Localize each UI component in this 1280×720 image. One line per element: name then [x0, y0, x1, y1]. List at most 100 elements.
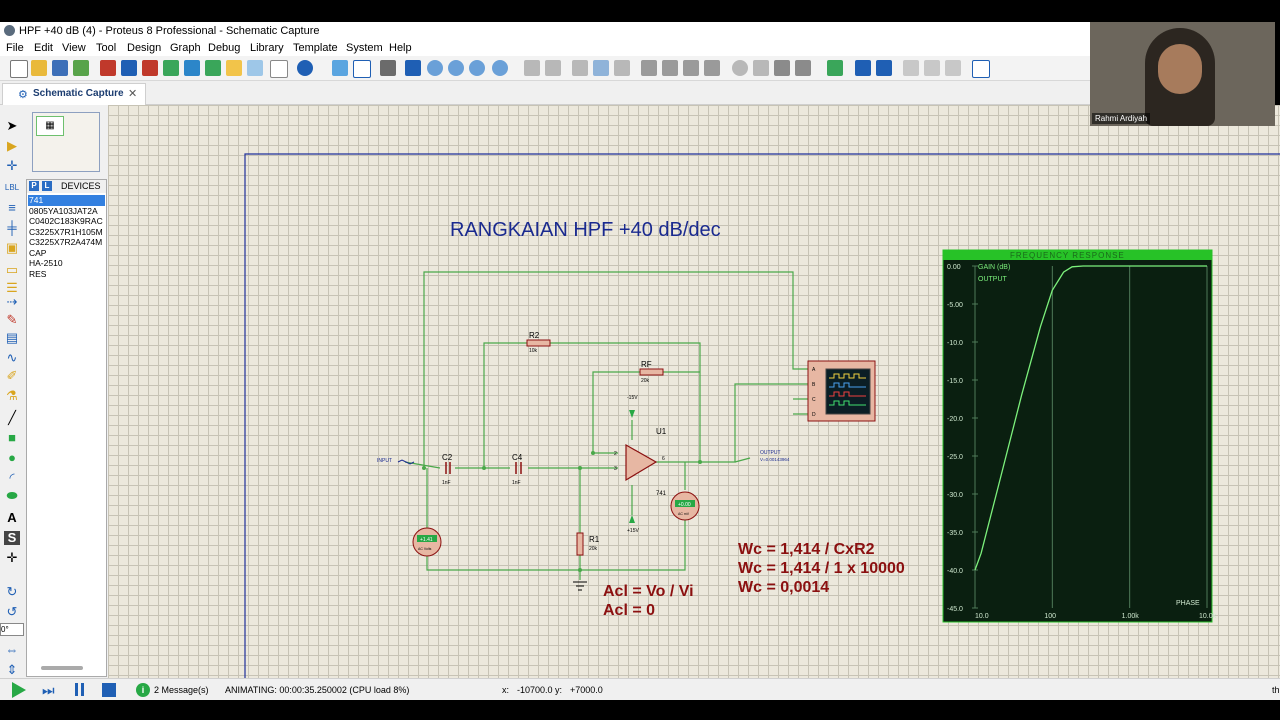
line-tool-icon[interactable]: ╱ [8, 410, 16, 425]
voltage-probe-icon[interactable]: ∿ [6, 350, 18, 365]
packaging-tool-icon[interactable] [774, 60, 790, 76]
property-tool-icon[interactable] [876, 60, 892, 76]
generator-mode-icon[interactable]: ▤ [5, 330, 19, 345]
copy-icon[interactable] [593, 60, 609, 76]
menu-library[interactable]: Library [250, 42, 284, 54]
block-copy-icon[interactable] [641, 60, 657, 76]
schematic-icon[interactable] [121, 60, 137, 76]
device-item[interactable]: 0805YA103JAT2A [29, 205, 98, 216]
menu-edit[interactable]: Edit [34, 42, 53, 54]
3d-viewer-icon[interactable] [163, 60, 179, 76]
device-item[interactable]: CAP [29, 247, 47, 258]
play-icon[interactable] [12, 682, 26, 698]
zoom-out-icon[interactable] [448, 60, 464, 76]
selection-mode-icon[interactable]: ➤ [6, 118, 18, 133]
menu-design[interactable]: Design [127, 42, 162, 54]
subcircuit-icon[interactable]: ▣ [5, 240, 19, 255]
menu-tool[interactable]: Tool [96, 42, 117, 54]
save-icon[interactable] [52, 60, 68, 76]
menu-help[interactable]: Help [389, 42, 412, 54]
block-move-icon[interactable] [662, 60, 678, 76]
rotation-input[interactable]: 0° [0, 623, 24, 636]
device-item[interactable]: C3225X7R2A474M [29, 237, 103, 247]
pan-icon[interactable] [405, 60, 421, 76]
origin-icon[interactable] [380, 60, 396, 76]
design-explorer-icon[interactable] [205, 60, 221, 76]
gerber-viewer-icon[interactable] [184, 60, 200, 76]
current-probe-icon[interactable]: ✐ [6, 368, 18, 383]
cut-icon[interactable] [572, 60, 588, 76]
stop-icon[interactable] [102, 683, 116, 697]
device-list-scrollbar[interactable] [41, 666, 83, 670]
tab-close-icon[interactable]: ✕ [128, 88, 138, 100]
tab-schematic-capture[interactable]: ⚙ Schematic Capture ✕ [2, 83, 146, 105]
wire-autorouter-icon[interactable] [827, 60, 843, 76]
device-item[interactable]: C3225X7R1H105M [29, 226, 103, 237]
block-delete-icon[interactable] [704, 60, 720, 76]
path-tool-icon[interactable]: ⬬ [6, 488, 18, 503]
device-item[interactable]: C0402C183K9RAC [29, 216, 103, 226]
notes-icon[interactable] [270, 60, 288, 78]
block-rotate-icon[interactable] [683, 60, 699, 76]
library-manager-button[interactable]: L [42, 181, 52, 191]
undo-icon[interactable] [524, 60, 540, 76]
arc-tool-icon[interactable]: ◜ [9, 470, 15, 485]
message-count[interactable]: 2 Message(s) [154, 685, 209, 695]
device-item[interactable]: HA-2510 [29, 258, 63, 268]
step-icon[interactable]: ⏭ [42, 682, 55, 698]
buses-icon[interactable]: ╪ [7, 220, 17, 235]
device-item[interactable]: RES [29, 268, 47, 279]
pcb-layout-icon[interactable] [142, 60, 158, 76]
text-tool-icon[interactable]: A [7, 510, 17, 525]
graph-mode-icon[interactable]: ⇢ [6, 294, 18, 309]
circle-tool-icon[interactable]: ● [8, 450, 16, 465]
zoom-in-icon[interactable] [427, 60, 443, 76]
refresh-icon[interactable] [332, 60, 348, 76]
import-icon[interactable] [73, 60, 89, 76]
pick-device-button[interactable]: P [29, 181, 39, 191]
box-tool-icon[interactable]: ■ [8, 430, 16, 445]
make-device-icon[interactable] [753, 60, 769, 76]
source-code-icon[interactable] [247, 60, 263, 76]
home-icon[interactable] [100, 60, 116, 76]
grid-toggle-icon[interactable] [353, 60, 371, 78]
menu-debug[interactable]: Debug [208, 42, 241, 54]
remove-sheet-icon[interactable] [924, 60, 940, 76]
device-item[interactable]: 741 [28, 195, 105, 206]
menu-template[interactable]: Template [293, 42, 338, 54]
paste-icon[interactable] [614, 60, 630, 76]
menu-system[interactable]: System [346, 42, 383, 54]
search-tag-icon[interactable] [855, 60, 871, 76]
wire-label-icon[interactable]: LBL [4, 183, 20, 192]
menu-file[interactable]: File [6, 42, 24, 54]
new-sheet-icon[interactable] [903, 60, 919, 76]
rotate-anticlockwise-icon[interactable]: ↺ [6, 604, 18, 619]
schematic-canvas[interactable]: RANGKAIAN HPF +40 dB/dec R2 10k RF 20k [108, 105, 1280, 678]
new-file-icon[interactable] [10, 60, 28, 78]
component-mode-icon[interactable]: ▶ [7, 138, 17, 153]
zoom-area-icon[interactable] [492, 60, 508, 76]
overview-window[interactable]: ▦ [32, 112, 100, 172]
marker-tool-icon[interactable]: ✛ [6, 550, 18, 565]
help-icon[interactable] [297, 60, 313, 76]
electrical-rule-check-icon[interactable] [972, 60, 990, 78]
tape-recorder-icon[interactable]: ✎ [6, 312, 18, 327]
redo-icon[interactable] [545, 60, 561, 76]
mirror-x-icon[interactable]: ⇔ [5, 642, 19, 657]
junction-dot-icon[interactable]: ✛ [6, 158, 18, 173]
text-script-icon[interactable]: ≡ [8, 200, 16, 215]
terminals-icon[interactable]: ▭ [5, 262, 19, 277]
rotate-clockwise-icon[interactable]: ↻ [6, 584, 18, 599]
device-pins-icon[interactable]: ☰ [6, 280, 18, 295]
menu-view[interactable]: View [62, 42, 86, 54]
decompose-icon[interactable] [795, 60, 811, 76]
open-folder-icon[interactable] [31, 60, 47, 76]
bill-of-materials-icon[interactable] [226, 60, 242, 76]
pick-device-icon[interactable] [732, 60, 748, 76]
symbol-tool-icon[interactable]: S [4, 531, 20, 545]
message-info-icon[interactable]: i [136, 683, 150, 697]
menu-graph[interactable]: Graph [170, 42, 201, 54]
exit-to-parent-icon[interactable] [945, 60, 961, 76]
zoom-all-icon[interactable] [469, 60, 485, 76]
overview-viewport[interactable]: ▦ [36, 116, 64, 136]
